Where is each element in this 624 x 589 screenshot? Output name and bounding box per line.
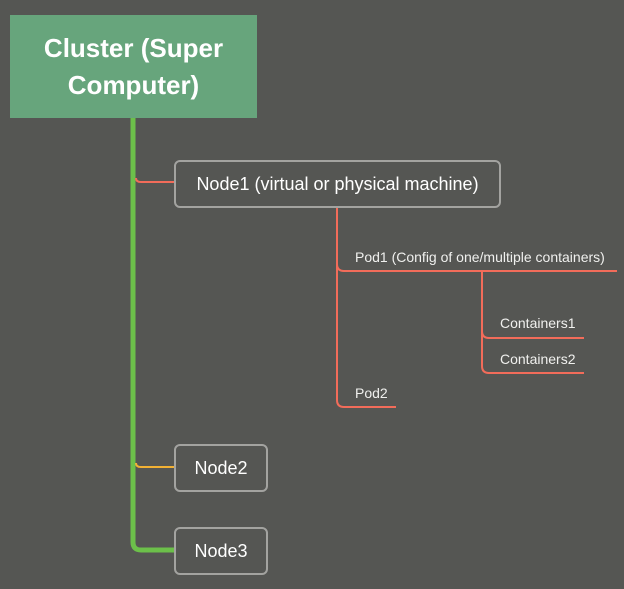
node2-connector	[135, 462, 174, 468]
container1-line	[481, 330, 584, 339]
root-label: Cluster (Super Computer)	[43, 32, 224, 100]
node-node1[interactable]: Node1 (virtual or physical machine)	[174, 160, 501, 208]
node1-label: Node1 (virtual or physical machine)	[196, 173, 479, 194]
node2-label: Node2	[194, 457, 248, 478]
containers-vertical	[481, 271, 584, 374]
container1-topic[interactable]: Containers1	[500, 315, 576, 331]
container2-topic[interactable]: Containers2	[500, 351, 576, 367]
pod2-topic[interactable]: Pod2	[355, 385, 388, 401]
trunk-line	[130, 118, 174, 553]
node3-label: Node3	[194, 540, 248, 561]
pod1-line	[336, 263, 617, 272]
pod1-topic[interactable]: Pod1 (Config of one/multiple containers)	[355, 249, 605, 265]
node-node2[interactable]: Node2	[174, 444, 268, 492]
root-node-cluster[interactable]: Cluster (Super Computer)	[10, 15, 257, 118]
node-node3[interactable]: Node3	[174, 527, 268, 575]
node1-connector	[135, 177, 174, 183]
pods-vertical	[336, 207, 396, 408]
